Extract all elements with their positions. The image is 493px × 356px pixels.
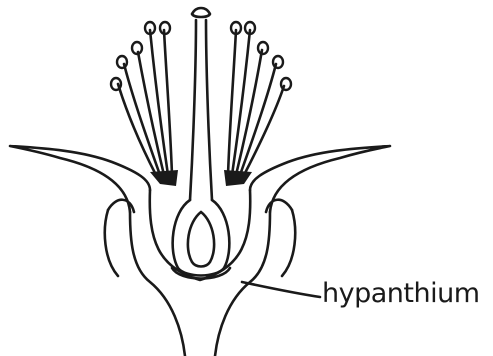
stamen-base-right [224,170,252,186]
stamen-left-1 [118,84,156,175]
style-right [206,20,212,200]
pedicel-right-outline [215,212,270,356]
pedicel-left-outline [130,212,185,356]
anthers-left [111,22,170,90]
anther-right-1 [281,78,291,90]
style-left [190,20,196,200]
sepal-left-lower [105,210,118,276]
stamen-right-1 [244,86,284,175]
hypanthium-label: hypanthium [322,280,480,307]
stamen-base-left [150,170,178,186]
anther-right-3 [258,42,268,54]
sepal-right-lower [282,210,295,276]
ovary-inner [188,212,214,267]
anther-right-2 [273,56,283,68]
anther-left-1 [111,78,121,90]
hypanthium-leader-line [242,282,320,297]
anther-left-2 [117,56,127,68]
stigma [192,8,210,17]
